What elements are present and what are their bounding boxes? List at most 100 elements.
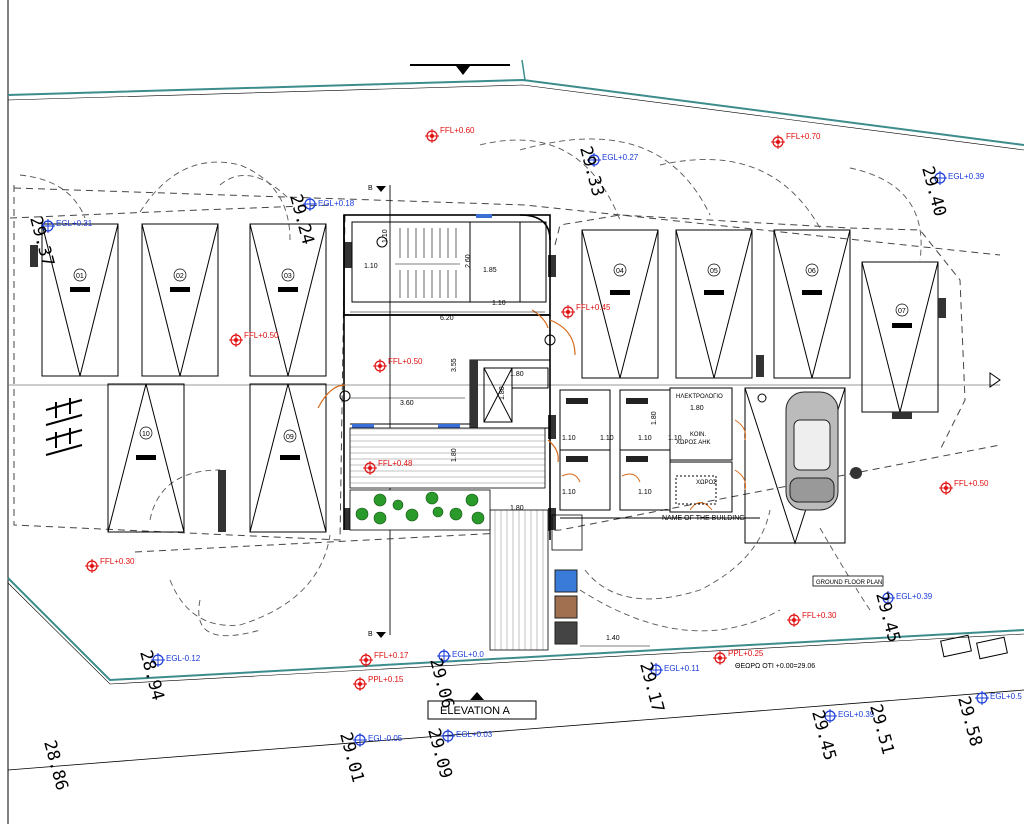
egl-0-5-edge: EGL+0.5: [974, 690, 1022, 706]
ppl-0-25: PPL+0.25: [712, 649, 764, 666]
parking-labels: 01 02 03 04 05 06 07 08 09 10: [70, 263, 912, 460]
plan-title: GROUND FLOOR PLAN: [816, 580, 882, 586]
section-label-b-bottom: B: [368, 631, 373, 638]
dim-1-10-e: 1.10: [638, 435, 652, 442]
storage-labels-black: [566, 398, 648, 462]
svg-text:FFL+0.60: FFL+0.60: [440, 126, 475, 135]
dim-2-60: 2.60: [465, 254, 472, 268]
dim-1-10-a: 1.10: [382, 229, 389, 243]
svg-text:09: 09: [286, 434, 294, 441]
waste-bins: [554, 569, 578, 645]
egl-0-0: EGL+0.0: [436, 648, 484, 664]
parking-space-05: 05: [704, 263, 724, 295]
parking-space-01: 01: [70, 268, 90, 292]
parking-space-04: 04: [610, 263, 630, 295]
spot-29-17: 29.17: [635, 660, 668, 715]
room-common-1: ΚΟΙΝ.: [690, 432, 706, 438]
svg-text:FFL+0.50: FFL+0.50: [244, 331, 279, 340]
egl-0-03: EGL+0.03: [440, 728, 493, 744]
zero-level-note: ΘΕΩΡΩ ΟΤΙ +0.00=29.06: [735, 663, 815, 670]
spot-29-40: 29.40: [917, 164, 950, 219]
dim-stair-width: 1.10: [364, 263, 378, 270]
plan-title-box: GROUND FLOOR PLAN: [812, 575, 884, 587]
dim-1-10-b: 1.10: [492, 300, 506, 307]
egl-0-31: EGL+0.31: [40, 218, 93, 234]
egl-0-18: EGL+0.18: [302, 196, 355, 212]
svg-text:06: 06: [808, 268, 816, 275]
egl-0-39-bottom: EGL+0.39: [822, 708, 875, 724]
egl-minus-0-05: EGL-0.05: [352, 732, 403, 748]
egl-minus-0-12: EGL-0.12: [150, 652, 201, 668]
room-storage: ΧΩΡΟΣ: [696, 480, 717, 486]
svg-text:EGL+0.18: EGL+0.18: [318, 199, 355, 208]
dim-1-85: 1.85: [483, 267, 497, 274]
window-top: [476, 214, 492, 218]
dim-1-80-g: 1.80: [690, 405, 704, 412]
svg-text:FFL+0.48: FFL+0.48: [378, 459, 413, 468]
ffl-0-50-right: FFL+0.50: [938, 479, 989, 496]
svg-text:EGL+0.39: EGL+0.39: [896, 592, 933, 601]
dim-1-80-v: 1.80: [499, 386, 506, 400]
room-electrical: ΗΛΕΚΤΡΟΛΟΓΙΟ: [676, 394, 723, 400]
ramp-paving: [489, 509, 549, 651]
storage-rooms: [559, 387, 760, 519]
ffl-0-45: FFL+0.45: [560, 303, 611, 320]
svg-text:EGL-0.05: EGL-0.05: [368, 734, 403, 743]
bicycle-racks: [45, 398, 83, 456]
parking-row-left-lower: [107, 383, 327, 533]
svg-text:EGL+0.31: EGL+0.31: [56, 219, 93, 228]
elevation-a-label: ELEVATION A: [427, 692, 537, 720]
svg-text:03: 03: [284, 273, 292, 280]
svg-text:EGL+0.39: EGL+0.39: [838, 710, 875, 719]
svg-text:EGL+0.03: EGL+0.03: [456, 730, 493, 739]
dim-1-10-h: 1.10: [638, 489, 652, 496]
egl-0-39-top: EGL+0.39: [932, 170, 985, 186]
spot-29-09: 29.09: [423, 726, 456, 781]
ffl-0-48: FFL+0.48: [362, 459, 413, 476]
svg-text:04: 04: [616, 268, 624, 275]
parking-space-10: 10: [136, 426, 156, 460]
svg-text:FFL+0.70: FFL+0.70: [786, 132, 821, 141]
dim-6-20: 6.20: [440, 315, 454, 322]
ffl-0-30-left: FFL+0.30: [84, 557, 135, 574]
svg-text:FFL+0.50: FFL+0.50: [954, 479, 989, 488]
ffl-0-70: FFL+0.70: [770, 132, 821, 150]
svg-text:FFL+0.30: FFL+0.30: [802, 611, 837, 620]
svg-text:PPL+0.25: PPL+0.25: [728, 649, 764, 658]
building-name-label: NAME OF THE BUILDING: [662, 515, 745, 522]
dimension-labels: 1.10 1.10 2.60 1.85 1.10 6.20 3.55 3.60 …: [364, 229, 704, 642]
ffl-0-60: FFL+0.60: [424, 126, 475, 144]
room-common-2: ΧΩΡΟΣ ΑΗΚ: [676, 440, 711, 446]
dim-3-60: 3.60: [400, 400, 414, 407]
site-boundary: [7, 78, 1024, 682]
car-symbol: [785, 391, 839, 511]
parking-row-left: [41, 223, 327, 377]
dim-1-10-f: 1.10: [562, 489, 576, 496]
spot-29-01: 29.01: [335, 730, 368, 785]
svg-text:FFL+0.30: FFL+0.30: [100, 557, 135, 566]
svg-text:EGL+0.11: EGL+0.11: [664, 664, 700, 673]
stair-marker: [376, 236, 388, 248]
spot-28-94: 28.94: [135, 648, 168, 703]
parking-space-02: 02: [170, 268, 190, 292]
ffl-0-17: FFL+0.17: [358, 651, 409, 668]
section-label-b-top: B: [368, 185, 373, 192]
svg-text:EGL-0.12: EGL-0.12: [166, 654, 201, 663]
shrubs: [355, 491, 485, 525]
dim-1-10-d: 1.10: [600, 435, 614, 442]
section-marker-bottom: B: [368, 631, 386, 638]
svg-text:EGL+0.39: EGL+0.39: [948, 172, 985, 181]
section-arrow-right: [989, 372, 1001, 388]
svg-text:FFL+0.50: FFL+0.50: [388, 357, 423, 366]
svg-text:01: 01: [76, 273, 84, 280]
dim-1-10-c: 1.10: [562, 435, 576, 442]
dim-lift: 1.80: [510, 371, 524, 378]
road-edge: [7, 689, 1024, 771]
ffl-markers: FFL+0.60 FFL+0.70 FFL+0.50 FFL+0.50 FFL+…: [84, 126, 989, 692]
stair: [395, 228, 460, 298]
svg-text:EGL+0.0: EGL+0.0: [452, 650, 484, 659]
dim-1-80-i: 1.80: [651, 411, 658, 425]
elevation-title: ELEVATION A: [440, 705, 511, 717]
svg-text:EGL+0.27: EGL+0.27: [602, 153, 639, 162]
